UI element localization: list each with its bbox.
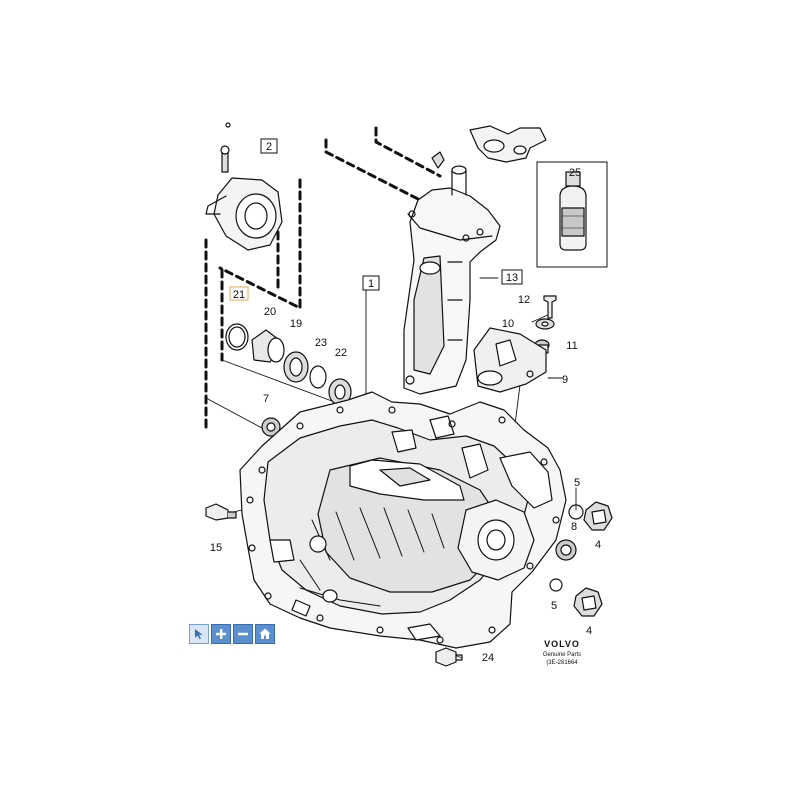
release-bearing	[205, 122, 283, 251]
o-ring-5-lower	[549, 578, 563, 592]
washer-10	[535, 318, 555, 330]
callout-15: 15	[210, 542, 222, 554]
callout-20: 20	[264, 306, 276, 318]
transmission-case	[239, 391, 567, 649]
zoom-in-button[interactable]	[211, 624, 231, 644]
bushing-20	[251, 329, 285, 363]
callout-25: 25	[569, 167, 581, 179]
bolt-12	[543, 295, 557, 319]
zoom-out-button[interactable]	[233, 624, 253, 644]
brand-ref: (3E-281664	[546, 660, 578, 666]
callout-4-lower: 4	[586, 625, 592, 637]
pointer-tool-button[interactable]	[189, 624, 209, 644]
callout-2: 2	[266, 141, 272, 153]
callout-7: 7	[263, 393, 269, 405]
callout-labels: 2 1 13 21 20 19 23 22 7 15 25 12 10 11 9…	[210, 141, 601, 664]
seal-o-ring-21	[225, 323, 249, 351]
callout-19: 19	[290, 318, 302, 330]
callout-5-lower: 5	[551, 600, 557, 612]
brand-name: VOLVO	[544, 639, 580, 649]
callout-21: 21	[233, 289, 245, 301]
volvo-brand-mark: VOLVO Genuine Parts (3E-281664	[543, 639, 581, 666]
bolt-24	[435, 647, 463, 667]
shift-housing	[403, 151, 501, 395]
sensor-15	[205, 503, 237, 521]
o-ring-23	[309, 365, 327, 389]
zoom-toolbar	[189, 624, 275, 646]
seal-ring-right	[555, 539, 577, 561]
minus-icon	[238, 632, 248, 636]
selector-bracket-9	[473, 327, 547, 393]
callout-5-upper: 5	[574, 477, 580, 489]
callout-8: 8	[571, 521, 577, 533]
seal-7	[261, 417, 281, 437]
home-icon	[259, 628, 271, 639]
callout-21-highlight	[229, 286, 249, 301]
pointer-icon	[195, 629, 203, 639]
callout-9: 9	[562, 374, 568, 386]
callout-11: 11	[566, 340, 577, 352]
top-bracket	[469, 125, 547, 163]
callout-23: 23	[315, 337, 327, 349]
o-ring-8	[568, 504, 584, 520]
plug-4-upper	[583, 501, 613, 531]
fluid-bottle-box	[536, 161, 608, 268]
callout-1: 1	[368, 278, 374, 290]
plug-4-lower	[573, 587, 603, 617]
callout-24: 24	[482, 652, 494, 664]
callout-10: 10	[502, 318, 514, 330]
brand-tagline: Genuine Parts	[543, 652, 581, 658]
callout-boxes	[260, 138, 523, 291]
seal-22	[328, 378, 352, 406]
plus-icon	[216, 629, 226, 639]
callout-12: 12	[518, 294, 530, 306]
home-button[interactable]	[255, 624, 275, 644]
callout-22: 22	[335, 347, 347, 359]
callout-13: 13	[506, 272, 518, 284]
callout-4-upper: 4	[595, 539, 601, 551]
seal-19	[283, 351, 309, 383]
